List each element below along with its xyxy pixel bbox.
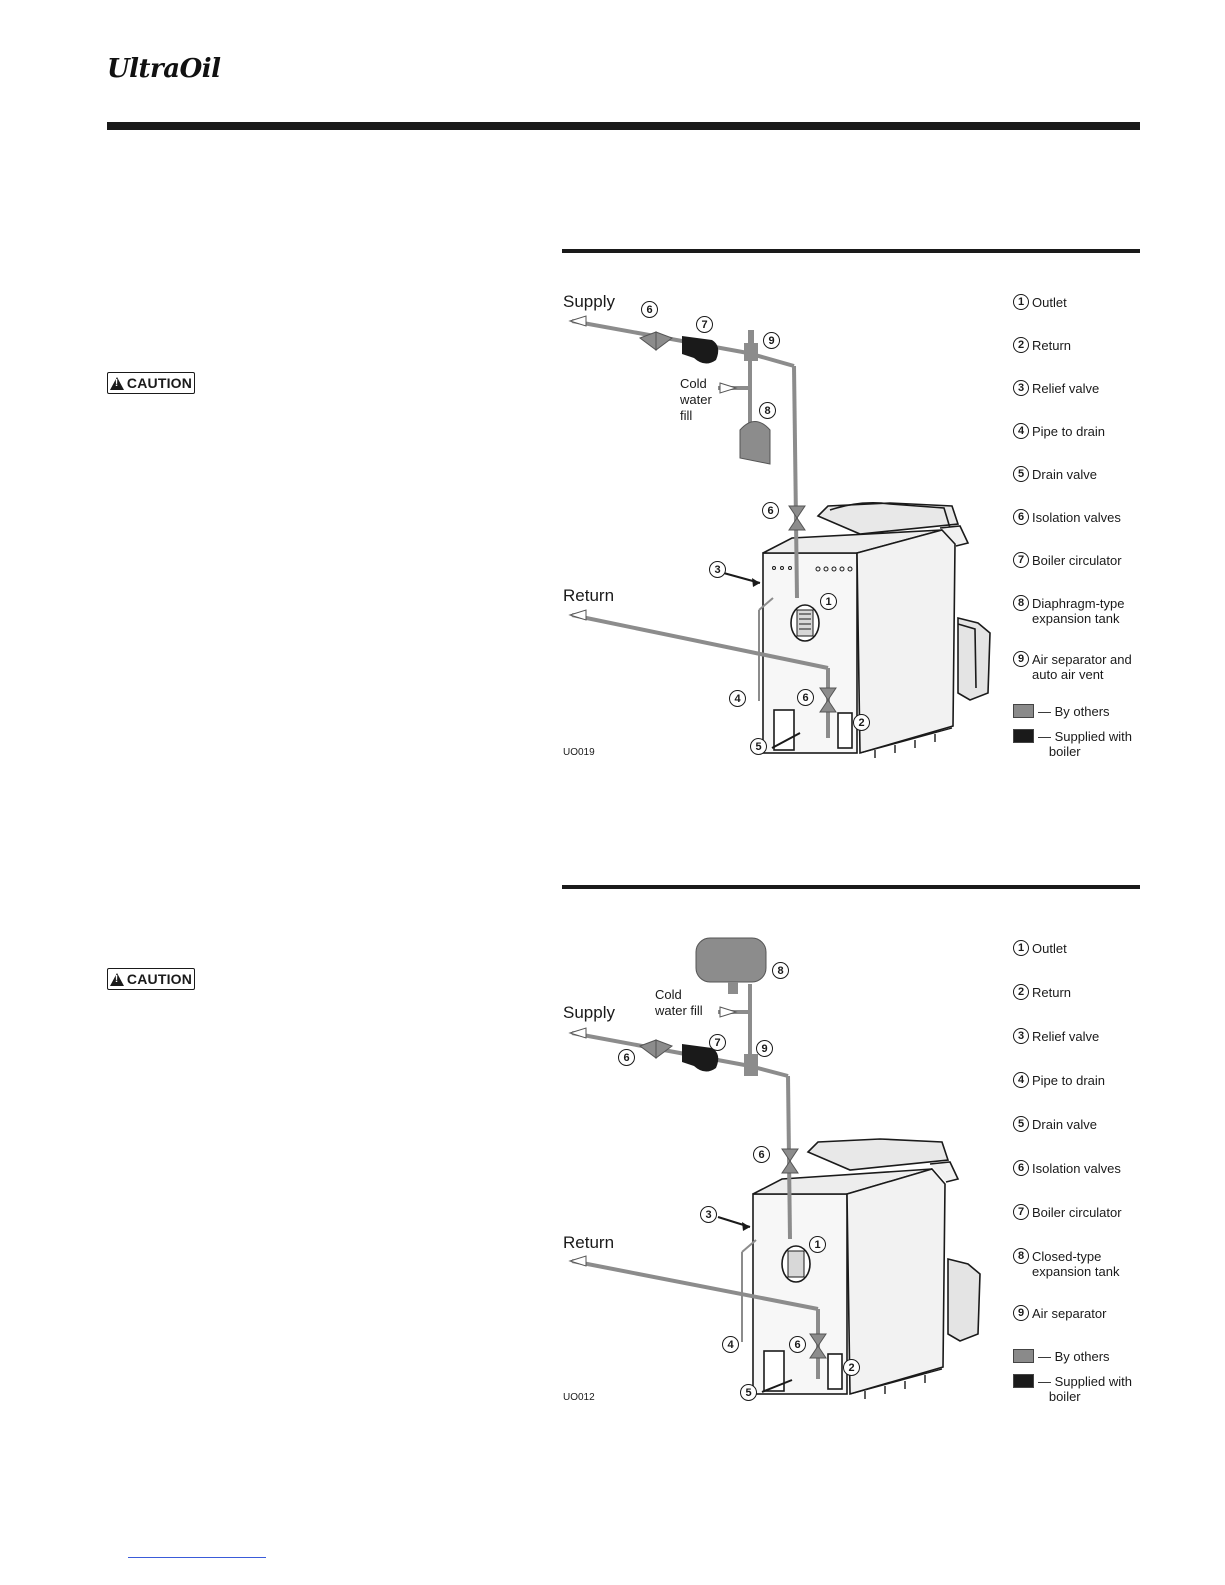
header-rule (107, 122, 1140, 130)
footer-link-underline[interactable] (128, 1557, 266, 1558)
air-separator (744, 1054, 758, 1076)
callout-6: 6 (753, 1146, 770, 1163)
callout-4: 4 (722, 1336, 739, 1353)
figure-code: UO019 (563, 747, 595, 758)
callout-9: 9 (763, 332, 780, 349)
callout-5: 5 (750, 738, 767, 755)
caution-badge-2: CAUTION (107, 968, 195, 990)
callout-3: 3 (709, 561, 726, 578)
ultraoil-logo: UltraOil (107, 54, 221, 84)
callout-6: 6 (618, 1049, 635, 1066)
callout-2: 2 (843, 1359, 860, 1376)
key-by-others: — By others (1013, 704, 1148, 719)
boiler-illustration (762, 502, 991, 758)
callout-8: 8 (759, 402, 776, 419)
air-separator (744, 343, 758, 361)
callout-3: 3 (700, 1206, 717, 1223)
callout-1: 1 (809, 1236, 826, 1253)
callout-2: 2 (853, 714, 870, 731)
expansion-tank (695, 937, 767, 983)
callout-1: 1 (820, 593, 837, 610)
callout-6: 6 (797, 689, 814, 706)
callout-6: 6 (641, 301, 658, 318)
key-supplied: — Supplied with boiler (1013, 729, 1148, 759)
callout-9: 9 (756, 1040, 773, 1057)
caution-badge-1: CAUTION (107, 372, 195, 394)
boiler-circulator (682, 336, 719, 364)
callout-6: 6 (789, 1336, 806, 1353)
piping-drawing-2 (568, 937, 981, 1399)
callout-7: 7 (696, 316, 713, 333)
return-label: Return (563, 586, 615, 605)
supply-label: Supply (563, 292, 615, 311)
section-rule-1 (562, 249, 1140, 253)
warning-triangle-icon (109, 376, 124, 390)
expansion-tank (739, 421, 771, 465)
return-label: Return (563, 1233, 615, 1252)
callout-5: 5 (740, 1384, 757, 1401)
figure-code: UO012 (563, 1392, 595, 1403)
caution-label: CAUTION (126, 375, 193, 391)
callout-7: 7 (709, 1034, 726, 1051)
caution-label: CAUTION (126, 971, 193, 987)
callout-4: 4 (729, 690, 746, 707)
callout-6: 6 (762, 502, 779, 519)
callout-8: 8 (772, 962, 789, 979)
section-rule-2 (562, 885, 1140, 889)
supply-label: Supply (563, 1003, 615, 1022)
warning-triangle-icon (109, 972, 124, 986)
piping-drawing-1 (568, 315, 991, 758)
key-by-others: — By others (1013, 1349, 1148, 1364)
key-supplied: — Supplied with boiler (1013, 1374, 1148, 1404)
boiler-circulator (682, 1044, 719, 1072)
